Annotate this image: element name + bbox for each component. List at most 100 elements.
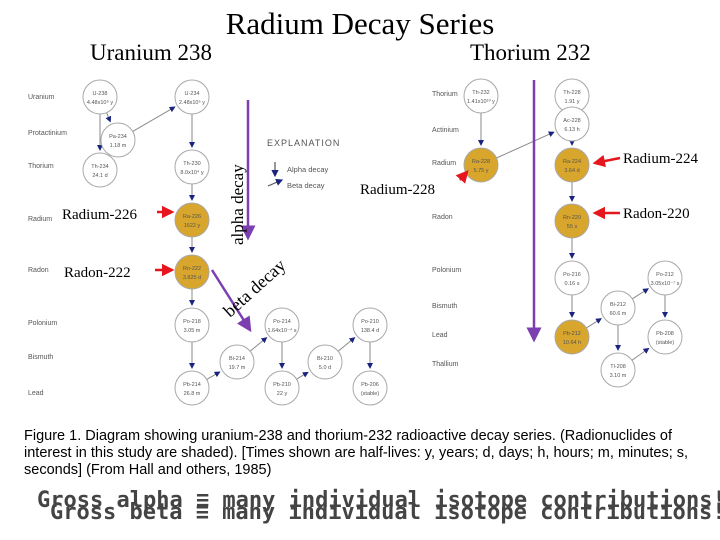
page-title: Radium Decay Series [225,6,495,41]
nuclide-halflife-pb214: 26.8 m [184,391,201,397]
nuclide-halflife-po216: 0.16 s [565,281,580,287]
nuclide-name-pb212: Pb-212 [563,331,581,337]
nuclide-node-pb208: Pb-208 (stable) [647,319,683,355]
nuclide-halflife-th228: 1.91 y [565,99,580,105]
figure-caption: Figure 1. Diagram showing uranium-238 an… [24,428,689,478]
decay-arrow-bi210-po210 [337,337,356,352]
legend-beta-text: Beta decay [287,181,325,190]
nuclide-circle-ac228 [554,106,590,142]
row-label-thorium-right: Thorium [432,91,458,98]
nuclide-halflife-pb208: (stable) [656,340,675,346]
nuclide-name-po212: Po-212 [656,272,674,278]
decay-arrow-pb210-bi210 [296,371,309,380]
nuclide-node-rn220: Rn-220 55 s [554,203,590,239]
nuclide-halflife-u238: 4.48x10⁹ y [87,99,113,106]
decay-arrow-bi214-po214 [249,337,268,352]
row-label-lead-left: Lead [28,390,44,397]
nuclide-node-th230: Th-230 8.0x10⁴ y [174,149,210,185]
nuclide-circle-po214 [264,307,300,343]
nuclide-circle-po216 [554,260,590,296]
row-label-polonium-right: Polonium [432,267,461,274]
nuclide-halflife-pb212: 10.64 h [563,340,581,346]
nuclide-node-pb206: Pb-206 (stable) [352,370,388,406]
nuclide-name-ac228: Ac-228 [563,118,580,124]
nuclide-halflife-th234: 24.1 d [92,173,107,179]
nuclide-name-po210: Po-210 [361,319,379,325]
nuclide-name-th230: Th-230 [183,161,200,167]
nuclide-node-bi210: Bi-210 5.0 d [307,344,343,380]
decay-arrow-tl208-pb208 [631,347,650,361]
nuclide-halflife-pb206: (stable) [361,391,380,397]
row-label-radium-left: Radium [28,216,52,223]
nuclide-halflife-ac228: 6.13 h [564,127,579,133]
radium-224-pointer-arrow [592,154,621,168]
nuclide-name-pb206: Pb-206 [361,382,379,388]
nuclide-halflife-ra226: 1622 y [184,223,201,229]
gross-beta-statement: Gross beta ≡ many individual isotope con… [50,500,720,525]
decay-arrow-pb214-bi214 [206,371,221,380]
nuclide-name-po218: Po-218 [183,319,201,325]
nuclide-halflife-po214: 1.64x10⁻⁴ s [267,327,296,334]
nuclide-name-pb214: Pb-214 [183,382,201,388]
nuclide-circle-ra228 [463,147,499,183]
nuclide-circle-bi214 [219,344,255,380]
legend-alpha-text: Alpha decay [287,165,329,174]
nuclide-name-po216: Po-216 [563,272,581,278]
nuclide-name-ra224: Ra-224 [563,159,581,165]
nuclide-halflife-bi214: 19.7 m [229,365,246,371]
nuclide-name-rn220: Rn-220 [563,215,581,221]
decay-arrow-ra228-ac228 [496,131,555,159]
decay-arrow-bi212-po212 [632,288,649,300]
row-label-thallium-right: Thallium [432,361,459,368]
nuclide-name-th228: Th-228 [563,90,580,96]
gross-alpha-statement: Gross alpha ≡ many individual isotope co… [37,488,720,513]
nuclide-circle-th230 [174,149,210,185]
legend-heading: EXPLANATION [267,138,340,148]
row-label-polonium-left: Polonium [28,320,57,327]
nuclide-name-rn222: Rn-222 [183,266,201,272]
nuclide-name-u234: U-234 [185,91,200,97]
row-label-protactinium-left: Protactinium [28,130,67,137]
nuclide-circle-po212 [647,260,683,296]
nuclide-node-pb212: Pb-212 10.64 h [554,319,590,355]
nuclide-halflife-th230: 8.0x10⁴ y [180,169,203,176]
row-label-thorium-left: Thorium [28,163,54,170]
uranium-series-title: Uranium 238 [90,40,213,65]
nuclide-name-pa234: Pa-234 [109,134,127,140]
nuclide-name-pb208: Pb-208 [656,331,674,337]
nuclide-circle-pb210 [264,370,300,406]
radium-228-pointer-arrow [455,170,469,184]
nuclide-name-ra228: Ra-228 [472,159,490,165]
nuclide-name-pb210: Pb-210 [273,382,291,388]
row-label-uranium-left: Uranium [28,94,55,101]
decay-arrow-pb212-bi212 [586,318,602,329]
nuclide-halflife-tl208: 3.10 m [610,373,627,379]
nuclide-circle-bi212 [600,290,636,326]
nuclide-name-ra226: Ra-226 [183,214,201,220]
nuclide-halflife-rn222: 3.825 d [183,275,201,281]
nuclide-name-bi210: Bi-210 [317,356,333,362]
nuclide-circle-pb214 [174,370,210,406]
radon-222-label: Radon-222 [64,265,131,281]
nuclide-circle-pb212 [554,319,590,355]
nuclide-node-ra226: Ra-226 1622 y [174,202,210,238]
radium-224-label: Radium-224 [623,151,698,167]
decay-arrow-pa234-u234 [132,106,176,132]
nuclide-node-pb214: Pb-214 26.8 m [174,370,210,406]
decay-arrow-u238-pa234 [105,112,112,123]
nuclide-halflife-bi210: 5.0 d [319,365,331,371]
nuclide-node-po216: Po-216 0.16 s [554,260,590,296]
nuclide-halflife-rn220: 55 s [567,224,578,230]
nuclide-circle-po210 [352,307,388,343]
nuclide-circle-rn220 [554,203,590,239]
